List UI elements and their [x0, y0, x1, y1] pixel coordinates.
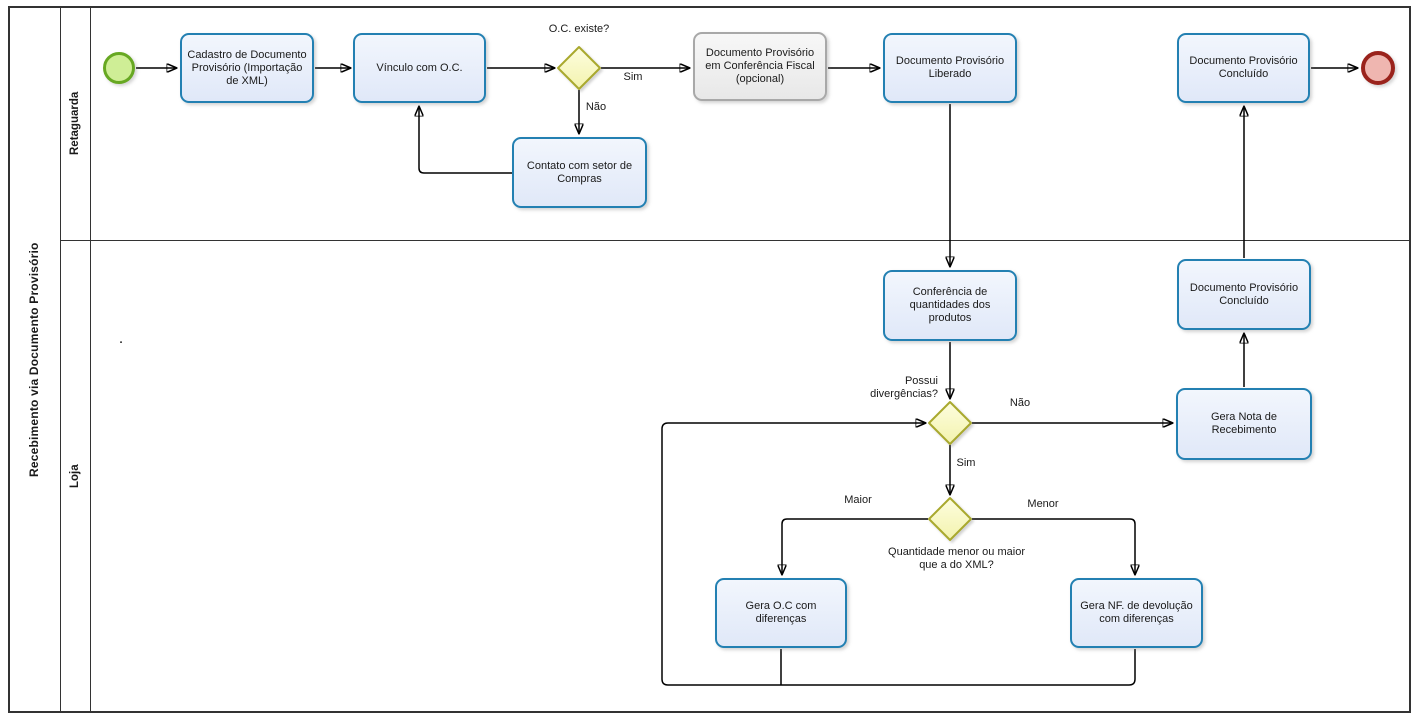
- flow-menor-to-gera-nf: [972, 518, 1135, 574]
- gateway-possui-divergencias: [928, 401, 972, 445]
- gateway-question-oc-existe: O.C. existe?: [548, 23, 610, 35]
- task-documento-provisorio-concluido-loja: Documento Provisório Concluído: [1177, 259, 1311, 330]
- flow-label-nao-oc: Não: [585, 101, 607, 113]
- end-event-icon: [1361, 51, 1395, 85]
- lane-label-divider: [90, 6, 91, 713]
- pool-border: [8, 6, 1411, 713]
- flow-label-nao-divergencias: Não: [1009, 397, 1031, 409]
- flow-label-maior: Maior: [844, 494, 872, 506]
- flow-label-sim-divergencias: Sim: [956, 457, 976, 469]
- gateway-question-quantidade: Quantidade menor ou maior que a do XML?: [888, 546, 1025, 571]
- flow-maior-to-gera-oc: [782, 518, 928, 574]
- flow-label-sim-oc: Sim: [623, 71, 643, 83]
- task-gera-oc-diferencas: Gera O.C com diferenças: [715, 578, 847, 648]
- pool-title-divider: [60, 6, 61, 713]
- task-conferencia-quantidades: Conferência de quantidades dos produtos: [883, 270, 1017, 341]
- gateway-oc-existe: [557, 46, 601, 90]
- lane-divider: [60, 240, 1411, 241]
- task-cadastro-documento-provisorio: Cadastro de Documento Provisório (Import…: [180, 33, 314, 103]
- task-contato-setor-compras: Contato com setor de Compras: [512, 137, 647, 208]
- stray-dot-annotation: .: [119, 334, 123, 346]
- gateway-quantidade-menor-maior: [928, 497, 972, 541]
- task-documento-provisorio-liberado: Documento Provisório Liberado: [883, 33, 1017, 103]
- task-documento-provisorio-concluido-retaguarda: Documento Provisório Concluído: [1177, 33, 1310, 103]
- flow-loop-back-to-gateway-divergencias: [661, 423, 1136, 686]
- start-event-icon: [103, 52, 135, 84]
- flow-contato-to-vinculo: [419, 107, 512, 174]
- flow-label-menor: Menor: [1027, 498, 1059, 510]
- task-conferencia-fiscal-opcional: Documento Provisório em Conferência Fisc…: [693, 32, 827, 101]
- gateway-question-possui-divergencias: Possui divergências?: [870, 375, 938, 400]
- task-vinculo-com-oc: Vínculo com O.C.: [353, 33, 486, 103]
- task-gera-nf-devolucao: Gera NF. de devolução com diferenças: [1070, 578, 1203, 648]
- task-gera-nota-recebimento: Gera Nota de Recebimento: [1176, 388, 1312, 460]
